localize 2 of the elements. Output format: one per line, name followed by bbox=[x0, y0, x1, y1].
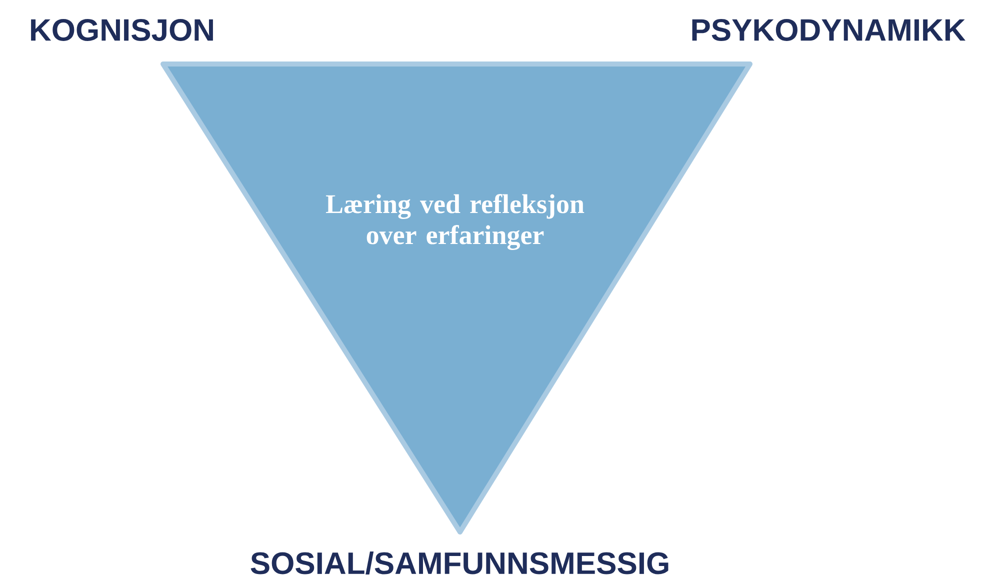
corner-label: KOGNISJON bbox=[31, 19, 213, 41]
corner-label: PSYKODYNAMIKK bbox=[692, 19, 966, 41]
